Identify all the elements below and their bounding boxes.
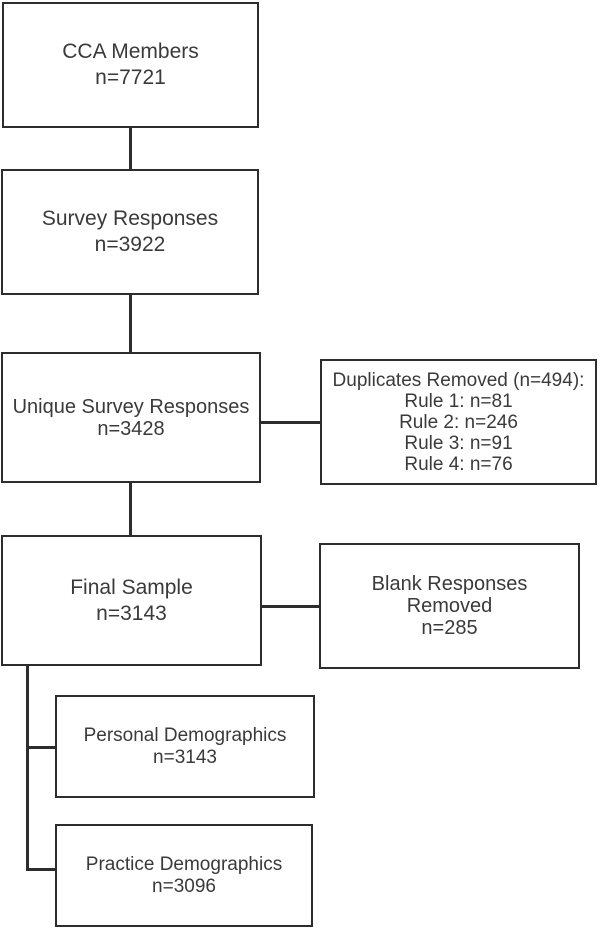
node-blank-responses-removed: Blank Responses Removed n=285 (319, 543, 580, 669)
node-count: n=3922 (94, 233, 166, 256)
node-label: Final Sample (70, 575, 193, 599)
node-count: n=285 (421, 617, 478, 639)
node-count: n=3428 (97, 417, 165, 440)
connector-final-down-stem (26, 665, 29, 871)
connector-cca-to-survey (129, 127, 132, 170)
connector-stem-to-practice (26, 868, 57, 871)
connector-survey-to-unique (129, 293, 132, 353)
node-count: n=3096 (152, 875, 216, 897)
node-survey-responses: Survey Responses n=3922 (1, 169, 259, 295)
node-rule-4: Rule 4: n=76 (404, 453, 513, 475)
connector-unique-to-final (129, 481, 132, 536)
node-duplicates-removed: Duplicates Removed (n=494): Rule 1: n=81… (320, 359, 597, 485)
node-rule-1: Rule 1: n=81 (404, 390, 513, 412)
node-practice-demographics: Practice Demographics n=3096 (55, 824, 313, 927)
node-personal-demographics: Personal Demographics n=3143 (55, 695, 315, 798)
node-cca-members: CCA Members n=7721 (2, 2, 259, 128)
connector-unique-to-duplicates (259, 421, 321, 424)
node-label: Survey Responses (41, 207, 219, 230)
connector-final-to-blank (260, 605, 320, 608)
node-count: n=3143 (96, 601, 167, 625)
node-label: Duplicates Removed (n=494): (332, 369, 585, 391)
node-rule-2: Rule 2: n=246 (399, 411, 518, 433)
node-count: n=3143 (153, 746, 217, 768)
node-rule-3: Rule 3: n=91 (404, 432, 513, 454)
node-final-sample: Final Sample n=3143 (1, 535, 262, 666)
node-label: Unique Survey Responses (12, 395, 250, 418)
node-label-line-2: Removed (406, 595, 493, 617)
node-label: Personal Demographics (83, 724, 287, 746)
node-count: n=7721 (95, 66, 166, 89)
node-label-line-1: Blank Responses (371, 573, 528, 595)
node-unique-survey-responses: Unique Survey Responses n=3428 (1, 352, 261, 483)
connector-stem-to-personal (26, 746, 57, 749)
node-label: CCA Members (62, 40, 199, 63)
node-label: Practice Demographics (85, 853, 283, 875)
